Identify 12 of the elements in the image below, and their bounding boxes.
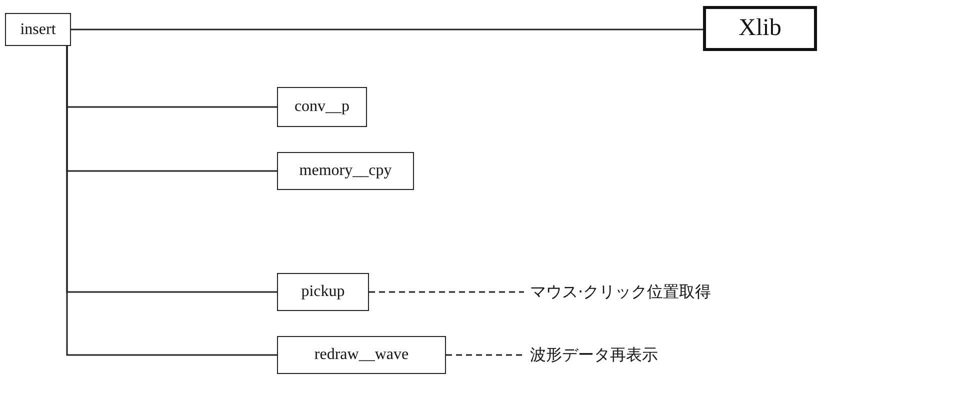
connector-line (66, 46, 277, 356)
library-box: Xlib (703, 6, 817, 51)
function-box: conv__p (277, 87, 367, 127)
annotation-text: 波形データ再表示 (530, 343, 830, 367)
function-box: memory__cpy (277, 152, 414, 190)
function-box: redraw__wave (277, 336, 446, 374)
dashed-leader-line (369, 291, 524, 293)
function-box: insert (5, 13, 71, 46)
function-box: pickup (277, 273, 369, 311)
dashed-leader-line (446, 354, 524, 356)
annotation-text: マウス·クリック位置取得 (530, 280, 970, 304)
connector-line (71, 28, 703, 30)
